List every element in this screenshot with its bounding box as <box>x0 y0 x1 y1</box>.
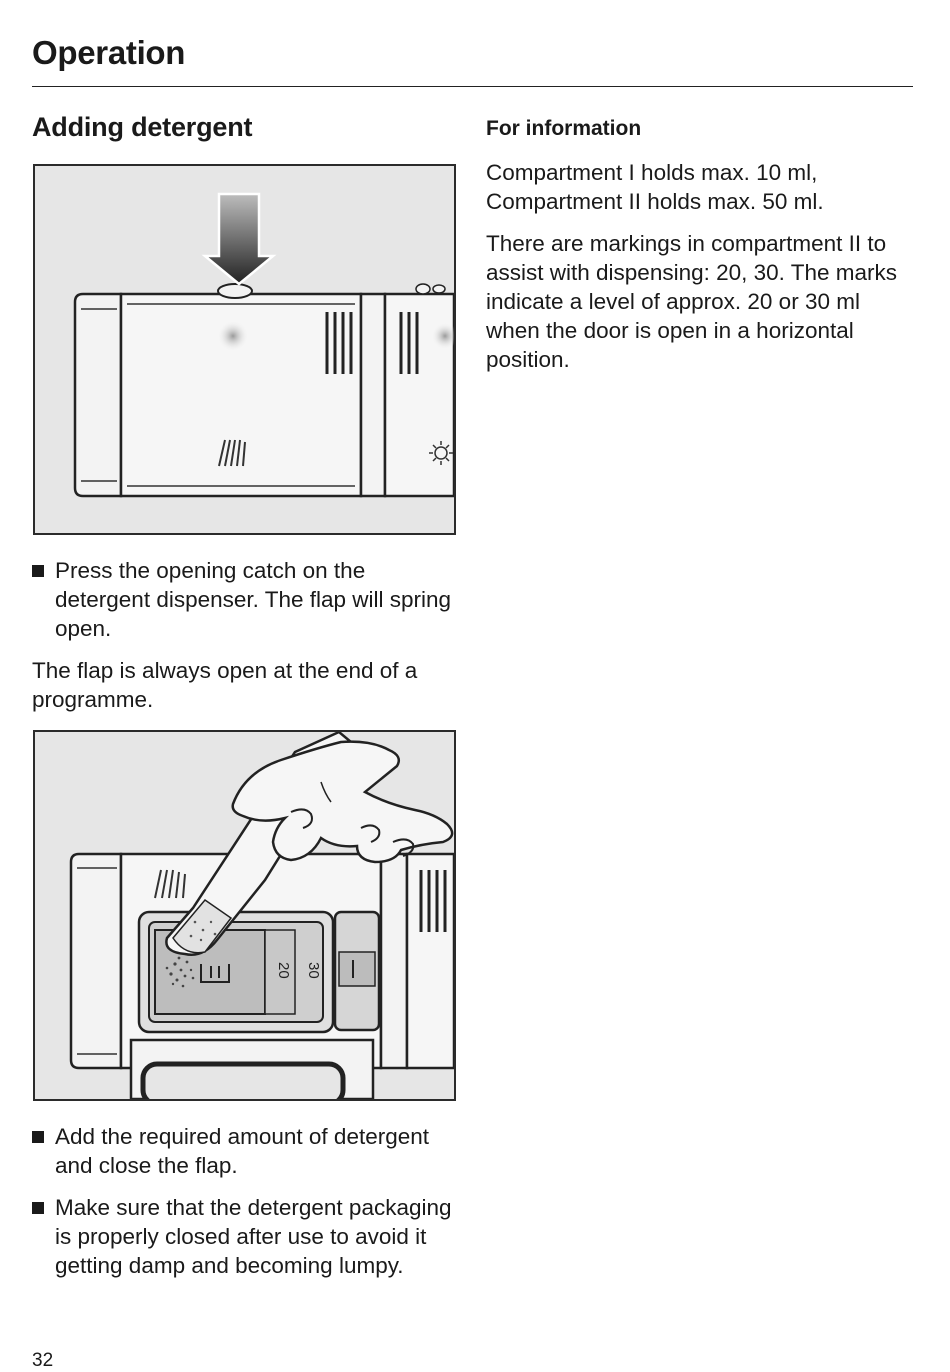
bullet-square-icon <box>32 1131 44 1143</box>
step-2-text: Add the required amount of detergent and… <box>55 1124 430 1178</box>
figure-adding-detergent: 20 30 <box>33 730 456 1101</box>
step-1: Press the opening catch on the detergent… <box>32 556 452 643</box>
figure-dispenser-closed <box>33 164 456 535</box>
header-rule <box>32 86 913 87</box>
step-3: Make sure that the detergent packaging i… <box>32 1193 452 1280</box>
info-capacity-text: Compartment I holds max. 10 ml, Compartm… <box>486 160 824 214</box>
page-number: 32 <box>32 1350 54 1371</box>
info-markings-text: There are markings in compartment II to … <box>486 231 898 372</box>
arrow-down-icon <box>201 192 277 286</box>
page-header-title: Operation <box>32 34 186 71</box>
mark-30-label: 30 <box>305 962 322 979</box>
mark-20-label: 20 <box>275 962 292 979</box>
section-title: Adding detergent <box>32 112 253 142</box>
bullet-square-icon <box>32 1202 44 1214</box>
info-heading: For information <box>486 117 642 140</box>
step-1-text: Press the opening catch on the detergent… <box>55 558 452 641</box>
bullet-square-icon <box>32 565 44 577</box>
flap-open-note: The flap is always open at the end of a … <box>32 658 418 712</box>
step-2: Add the required amount of detergent and… <box>32 1122 452 1180</box>
step-3-text: Make sure that the detergent packaging i… <box>55 1195 452 1278</box>
